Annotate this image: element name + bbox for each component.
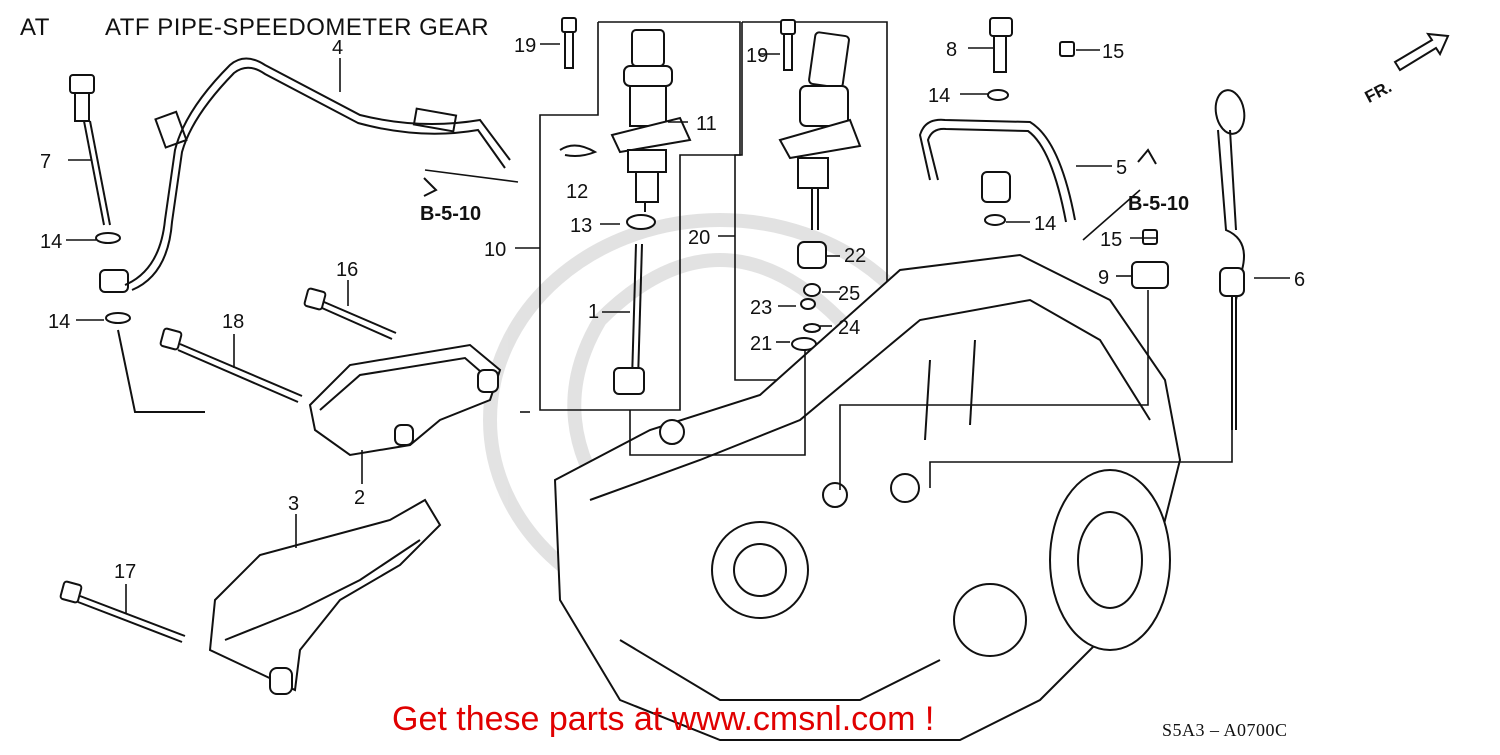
callout: 20 bbox=[688, 227, 710, 249]
bolt-17 bbox=[59, 580, 186, 643]
callout: 1 bbox=[588, 301, 599, 323]
bracket-3 bbox=[208, 498, 442, 695]
reference-labels: B-5-10 B-5-10 bbox=[420, 193, 1189, 225]
callout: 5 bbox=[1116, 157, 1127, 179]
callout: 18 bbox=[222, 311, 244, 333]
callout: 16 bbox=[336, 259, 358, 281]
footer-ad-link[interactable]: Get these parts at www.cmsnl.com ! bbox=[392, 700, 935, 738]
callout: 22 bbox=[844, 245, 866, 267]
speed-sensor-20 bbox=[778, 31, 862, 230]
callout: 21 bbox=[750, 333, 772, 355]
callout: 24 bbox=[838, 317, 860, 339]
callout: 9 bbox=[1098, 267, 1109, 289]
diagram-title: ATF PIPE-SPEEDOMETER GEAR bbox=[105, 14, 490, 41]
front-arrow: FR. bbox=[1362, 32, 1450, 107]
callout: 11 bbox=[696, 113, 717, 135]
callout: 14 bbox=[928, 85, 950, 107]
front-arrow-icon bbox=[1393, 32, 1450, 72]
clip-12 bbox=[559, 144, 598, 157]
callout: 15 bbox=[1102, 41, 1124, 63]
front-label: FR. bbox=[1362, 77, 1395, 107]
callout: 14 bbox=[48, 311, 70, 333]
atf-pipe-4 bbox=[124, 57, 511, 291]
callout: 14 bbox=[40, 231, 62, 253]
bolt-18 bbox=[159, 327, 303, 403]
bolts-19 bbox=[561, 17, 796, 71]
callout: 19 bbox=[746, 45, 768, 67]
dipstick-left bbox=[69, 74, 205, 413]
callout: 3 bbox=[288, 493, 299, 515]
callout: 4 bbox=[332, 37, 343, 59]
section-code: AT bbox=[20, 14, 50, 41]
callout: 12 bbox=[566, 181, 588, 203]
callout: 13 bbox=[570, 215, 592, 237]
callout: 8 bbox=[946, 39, 957, 61]
speed-sensor-11 bbox=[610, 29, 692, 212]
ref-label-right: B-5-10 bbox=[1128, 193, 1189, 215]
callout: 17 bbox=[114, 561, 136, 583]
callout: 10 bbox=[484, 239, 506, 261]
callout: 6 bbox=[1294, 269, 1305, 291]
diagram-code: S5A3 – A0700C bbox=[1162, 720, 1288, 740]
group-box-right bbox=[734, 21, 888, 381]
group-box-left bbox=[539, 21, 741, 411]
dipstick-right bbox=[1214, 89, 1246, 430]
bracket-2 bbox=[308, 343, 502, 457]
callouts: 4 19 19 8 15 7 11 14 12 5 14 13 10 20 22… bbox=[40, 35, 1305, 583]
atf-pipe-5 bbox=[918, 17, 1169, 289]
leader-lines bbox=[66, 43, 1290, 614]
callout: 7 bbox=[40, 151, 51, 173]
callout: 19 bbox=[514, 35, 536, 57]
transmission-housing bbox=[553, 253, 1182, 741]
callout: 25 bbox=[838, 283, 860, 305]
ref-arrows bbox=[423, 148, 1157, 197]
ref-label-left: B-5-10 bbox=[420, 203, 481, 225]
callout: 15 bbox=[1100, 229, 1122, 251]
callout: 23 bbox=[750, 297, 772, 319]
callout: 2 bbox=[354, 487, 365, 509]
gear-parts bbox=[613, 214, 827, 395]
callout: 14 bbox=[1034, 213, 1056, 235]
bolt-16 bbox=[303, 287, 397, 340]
